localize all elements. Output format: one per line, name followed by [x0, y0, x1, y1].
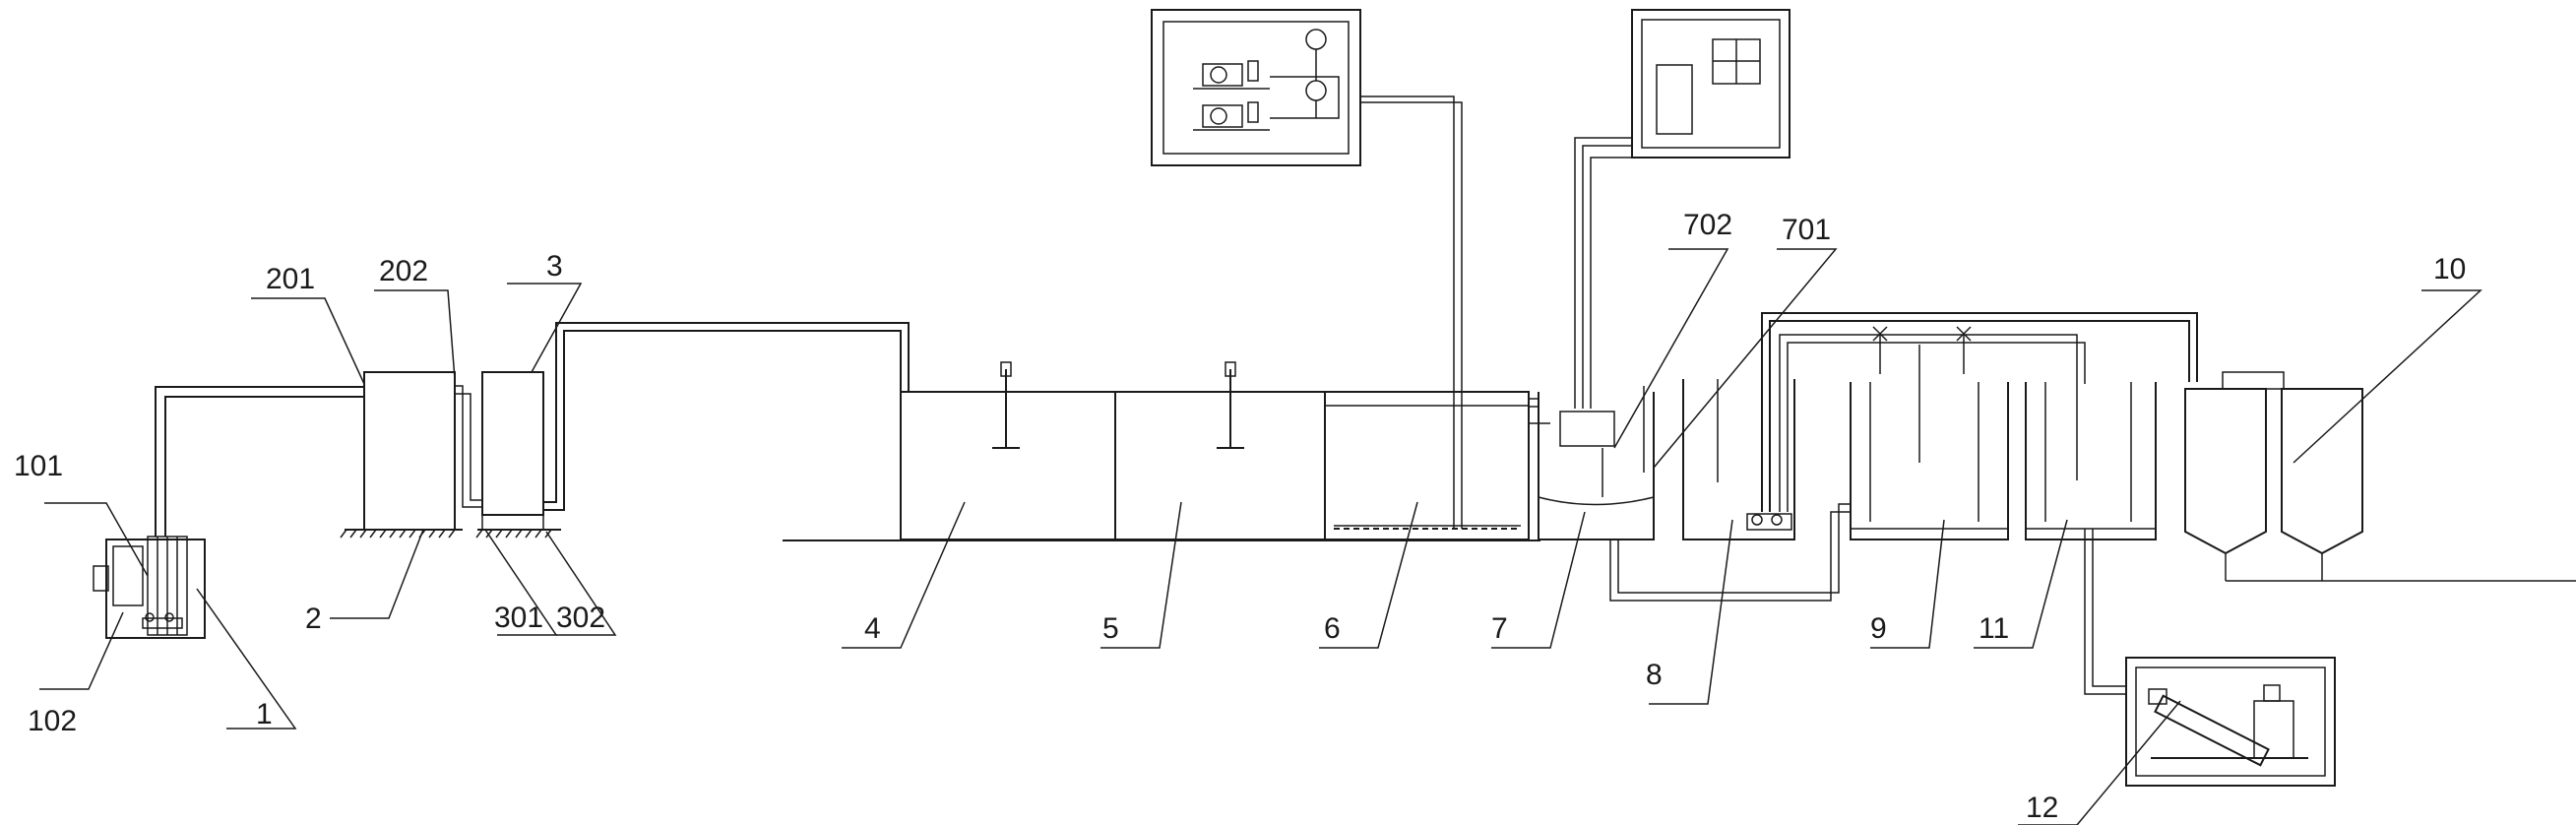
pipe-1-to-2: [155, 386, 365, 537]
label-702: 702: [1683, 209, 1732, 241]
label-101: 101: [14, 450, 63, 482]
unit-10-filters: [2184, 371, 2576, 582]
leader-lines: [39, 248, 2482, 825]
label-9: 9: [1870, 612, 1887, 645]
pipe-3-to-4: [543, 322, 910, 511]
unit-6-tank: [1324, 391, 1530, 540]
label-102: 102: [28, 705, 77, 737]
unit-7-tank: [1529, 386, 1655, 540]
sludge-pipe-11-to-12: [2084, 529, 2136, 695]
unit-9-tank: [1850, 345, 2009, 540]
label-4: 4: [864, 612, 881, 645]
air-pipe-blower-to-tank-6: [1360, 95, 1463, 529]
pipes-control-room-to-7: [1574, 137, 1642, 409]
label-5: 5: [1102, 612, 1119, 645]
unit-4-tank: [900, 361, 1116, 540]
label-3: 3: [546, 250, 563, 283]
label-6: 6: [1324, 612, 1341, 645]
label-201: 201: [266, 263, 315, 295]
bottom-bypass-pipe: [1516, 503, 1851, 602]
unit-3-tank: [475, 371, 561, 539]
return-pipes: [1761, 312, 2198, 512]
unit-12-dewatering-room: [2125, 657, 2336, 787]
unit-1-collection-well: [93, 536, 206, 639]
blower-room: [1151, 9, 1361, 166]
label-202: 202: [379, 255, 428, 287]
label-7: 7: [1491, 612, 1508, 645]
unit-2-tank: [340, 371, 463, 539]
label-1: 1: [256, 698, 273, 730]
unit-8-tank: [1682, 379, 1795, 540]
label-11: 11: [1979, 612, 2009, 645]
label-301: 301: [494, 602, 543, 634]
label-302: 302: [556, 602, 605, 634]
unit-5-tank: [1114, 361, 1326, 540]
pipe-2-to-3: [455, 385, 482, 508]
label-12: 12: [2026, 792, 2058, 824]
label-2: 2: [305, 603, 322, 635]
label-701: 701: [1782, 214, 1831, 246]
label-8: 8: [1646, 659, 1663, 691]
control-room: [1631, 9, 1791, 159]
label-10: 10: [2433, 253, 2466, 286]
unit-11-tank: [2025, 382, 2157, 540]
